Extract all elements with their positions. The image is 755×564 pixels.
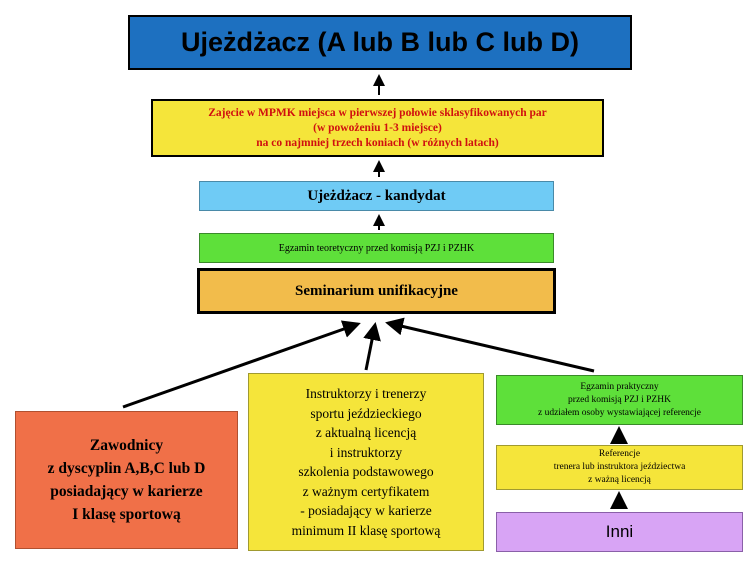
title-text: Ujeżdżacz (A lub B lub C lub D) xyxy=(181,27,579,57)
practical-exam-text: Egzamin praktyczny przed komisją PZJ i P… xyxy=(537,381,701,418)
seminar-text: Seminarium unifikacyjne xyxy=(295,282,458,299)
reference-text: Referencje trenera lub instruktora jeźdz… xyxy=(553,449,686,485)
reference-box: Referencje trenera lub instruktora jeźdz… xyxy=(496,445,743,490)
requirement-box: Zajęcie w MPMK miejsca w pierwszej połow… xyxy=(151,99,604,157)
candidate-text: Ujeżdżacz - kandydat xyxy=(307,187,446,204)
arrow-instructors-to-seminar xyxy=(363,322,381,371)
requirement-text: Zajęcie w MPMK miejsca w pierwszej połow… xyxy=(208,106,547,149)
instructors-text: Instruktorzy i trenerzy sportu jeździeck… xyxy=(291,386,441,538)
instructors-box: Instruktorzy i trenerzy sportu jeździeck… xyxy=(248,373,484,551)
candidate-box: Ujeżdżacz - kandydat xyxy=(199,181,554,211)
others-text: Inni xyxy=(605,522,634,541)
theory-exam-box: Egzamin teoretyczny przed komisją PZJ i … xyxy=(199,233,554,263)
title-box: Ujeżdżacz (A lub B lub C lub D) xyxy=(128,15,632,70)
others-box: Inni xyxy=(496,512,743,552)
arrow-practical-to-seminar xyxy=(385,317,595,373)
seminar-box: Seminarium unifikacyjne xyxy=(197,268,556,314)
competitors-text: Zawodnicy z dyscyplin A,B,C lub D posiad… xyxy=(47,437,206,523)
arrow-competitors-to-seminar xyxy=(122,320,361,409)
practical-exam-box: Egzamin praktyczny przed komisją PZJ i P… xyxy=(496,375,743,425)
theory-exam-text: Egzamin teoretyczny przed komisją PZJ i … xyxy=(278,242,475,254)
competitors-box: Zawodnicy z dyscyplin A,B,C lub D posiad… xyxy=(15,411,238,549)
